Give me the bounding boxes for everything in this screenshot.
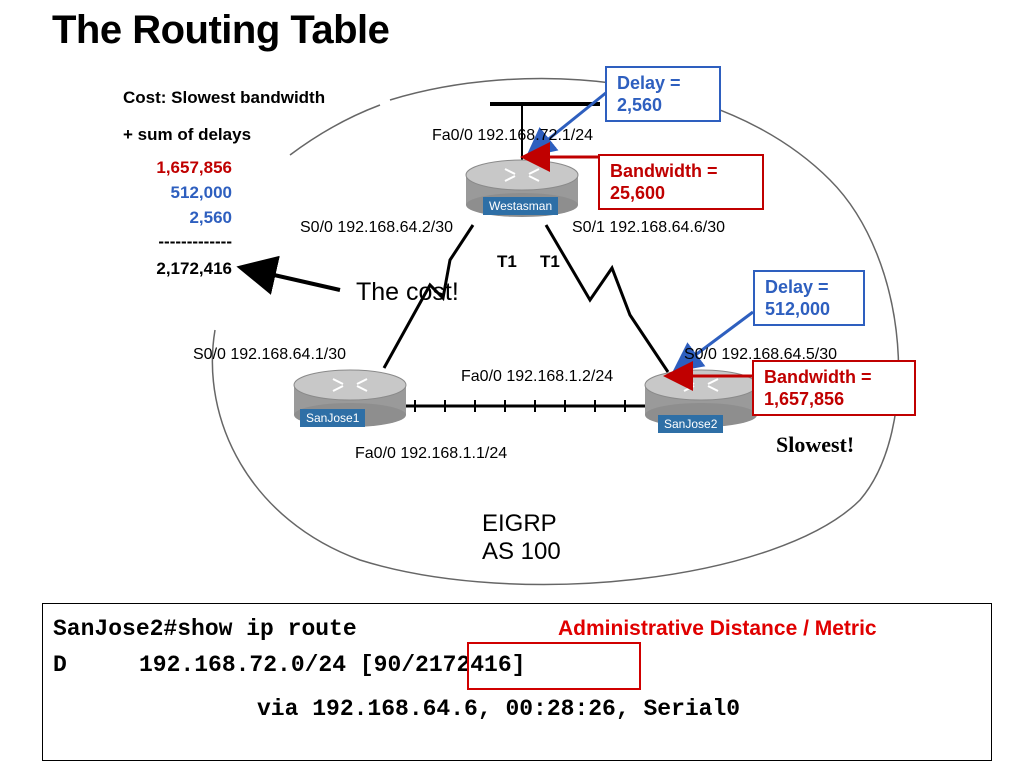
westasman-fa-label: Fa0/0 192.168.72.1/24 xyxy=(432,127,594,144)
cost-callout: The cost! xyxy=(356,278,459,306)
sanjose1-label: SanJose1 xyxy=(300,409,366,427)
sanjose1-fa-label: Fa0/0 192.168.1.1/24 xyxy=(355,445,508,462)
delay-top-arrow xyxy=(525,90,608,158)
terminal-annotation: Administrative Distance / Metric xyxy=(558,617,877,640)
bandwidth-right-box: Bandwidth = 1,657,856 xyxy=(752,360,916,416)
cost-delay-value-1: 512,000 xyxy=(170,183,232,202)
metric-highlight-box xyxy=(467,642,641,690)
sanjose2-label: SanJose2 xyxy=(658,415,724,433)
cost-delay-value-2: 2,560 xyxy=(189,208,232,227)
cost-total: 2,172,416 xyxy=(156,259,232,278)
cost-line-2: + sum of delays xyxy=(123,125,252,144)
as-boundary-arc xyxy=(289,104,381,156)
route-entry: 192.168.72.0/24 [90/2172416] xyxy=(139,652,526,678)
terminal-prompt: SanJose2#show ip route xyxy=(53,616,357,642)
cost-line-1: Cost: Slowest bandwidth xyxy=(123,88,326,107)
westasman-s0-label: S0/0 192.168.64.2/30 xyxy=(300,219,454,236)
delay-top-box: Delay = 2,560 xyxy=(605,66,721,122)
sanjose2-s0-label: S0/0 192.168.64.5/30 xyxy=(684,346,838,363)
sanjose1-s0-label: S0/0 192.168.64.1/30 xyxy=(193,346,347,363)
slowest-label: Slowest! xyxy=(776,432,855,457)
westasman-label: Westasman xyxy=(483,197,559,215)
delay-right-box: Delay = 512,000 xyxy=(753,270,865,326)
cost-arrow xyxy=(236,255,341,295)
cost-divider: ------------- xyxy=(158,232,232,251)
as-boundary xyxy=(211,77,900,586)
serial-link-right xyxy=(544,224,670,373)
westasman-s1-label: S0/1 192.168.64.6/30 xyxy=(572,219,726,236)
delay-right-arrow xyxy=(672,310,754,373)
eigrp-line-1: EIGRP xyxy=(482,510,557,537)
route-via: via 192.168.64.6, 00:28:26, Serial0 xyxy=(257,696,741,722)
serial-link-left xyxy=(382,224,475,369)
cost-bandwidth-value: 1,657,856 xyxy=(156,158,232,177)
route-code: D xyxy=(53,652,67,678)
sanjose2-fa-label: Fa0/0 192.168.1.2/24 xyxy=(461,368,614,385)
page-title: The Routing Table xyxy=(52,8,390,52)
t1-right-label: T1 xyxy=(540,252,560,271)
eigrp-line-2: AS 100 xyxy=(482,538,561,565)
terminal-output: SanJose2#show ip route Administrative Di… xyxy=(42,603,992,761)
bandwidth-top-box: Bandwidth = 25,600 xyxy=(598,154,764,210)
t1-left-label: T1 xyxy=(497,252,517,271)
eigrp-label: EIGRP AS 100 xyxy=(482,510,561,566)
